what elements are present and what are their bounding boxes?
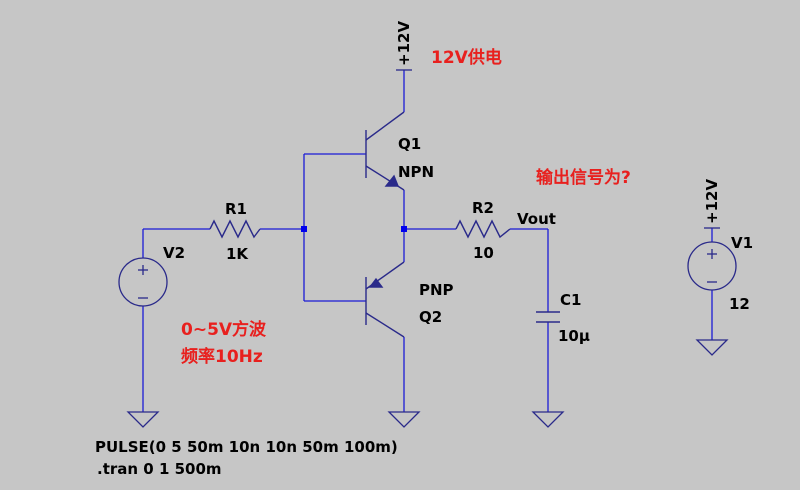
c1-capacitor[interactable]: [536, 311, 560, 323]
junction-output: [401, 226, 407, 232]
tran-directive[interactable]: .tran 0 1 500m: [97, 460, 222, 478]
r1-resistor[interactable]: [209, 219, 261, 239]
c1-value: 10µ: [558, 327, 590, 345]
v1-name: V1: [731, 234, 753, 252]
ground-v2: [126, 411, 160, 428]
pulse-directive[interactable]: PULSE(0 5 50m 10n 10n 50m 100m): [95, 438, 398, 456]
ground-q2: [387, 411, 421, 428]
v1-source[interactable]: [687, 241, 737, 291]
wave-note-line1: 0~5V方波: [181, 319, 267, 340]
r1-value: 1K: [226, 245, 249, 263]
question-note: 输出信号为?: [536, 167, 631, 188]
vout-net-label: Vout: [517, 210, 556, 228]
q2-name: Q2: [419, 308, 442, 326]
r2-resistor[interactable]: [455, 219, 511, 239]
q1-name: Q1: [398, 135, 421, 153]
q1-npn-transistor[interactable]: [365, 111, 405, 191]
wires: [142, 70, 713, 412]
q2-type: PNP: [419, 281, 454, 299]
q1-type: NPN: [398, 163, 434, 181]
c1-name: C1: [560, 291, 581, 309]
v2-name: V2: [163, 244, 185, 262]
vcc-label-v1: +12V: [703, 179, 721, 224]
ground-v1: [695, 339, 729, 356]
grounds: [126, 339, 729, 428]
vcc-label-top: +12V: [395, 21, 413, 66]
ground-c1: [531, 411, 565, 428]
junction-base: [301, 226, 307, 232]
supply-note: 12V供电: [431, 47, 502, 68]
r2-name: R2: [472, 199, 494, 217]
r2-value: 10: [473, 244, 494, 262]
v1-value: 12: [729, 295, 750, 313]
q2-pnp-transistor[interactable]: [365, 261, 405, 338]
r1-name: R1: [225, 200, 247, 218]
v2-source[interactable]: [118, 257, 168, 307]
wave-note-line2: 频率10Hz: [181, 346, 263, 367]
